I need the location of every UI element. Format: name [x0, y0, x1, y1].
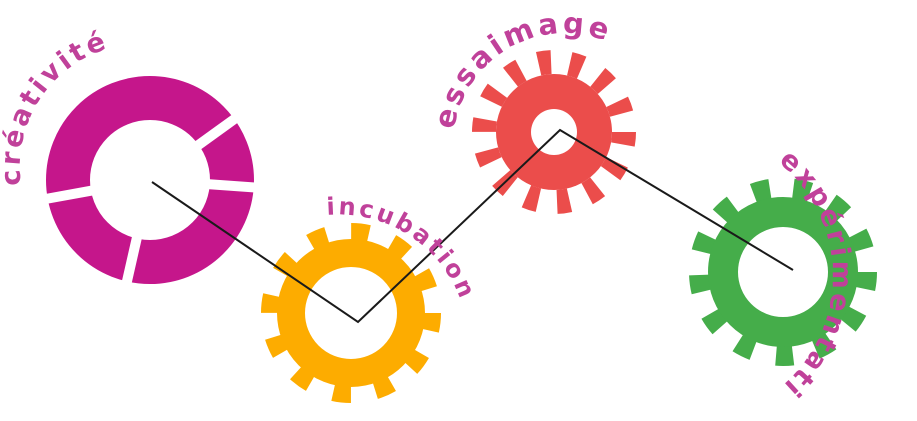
creativite-wheel: [39, 76, 263, 292]
essaimage-gear: [472, 50, 636, 214]
connector-line: [151, 128, 794, 324]
experimentation-gear: [689, 178, 877, 366]
incubation-gear: [261, 223, 441, 403]
